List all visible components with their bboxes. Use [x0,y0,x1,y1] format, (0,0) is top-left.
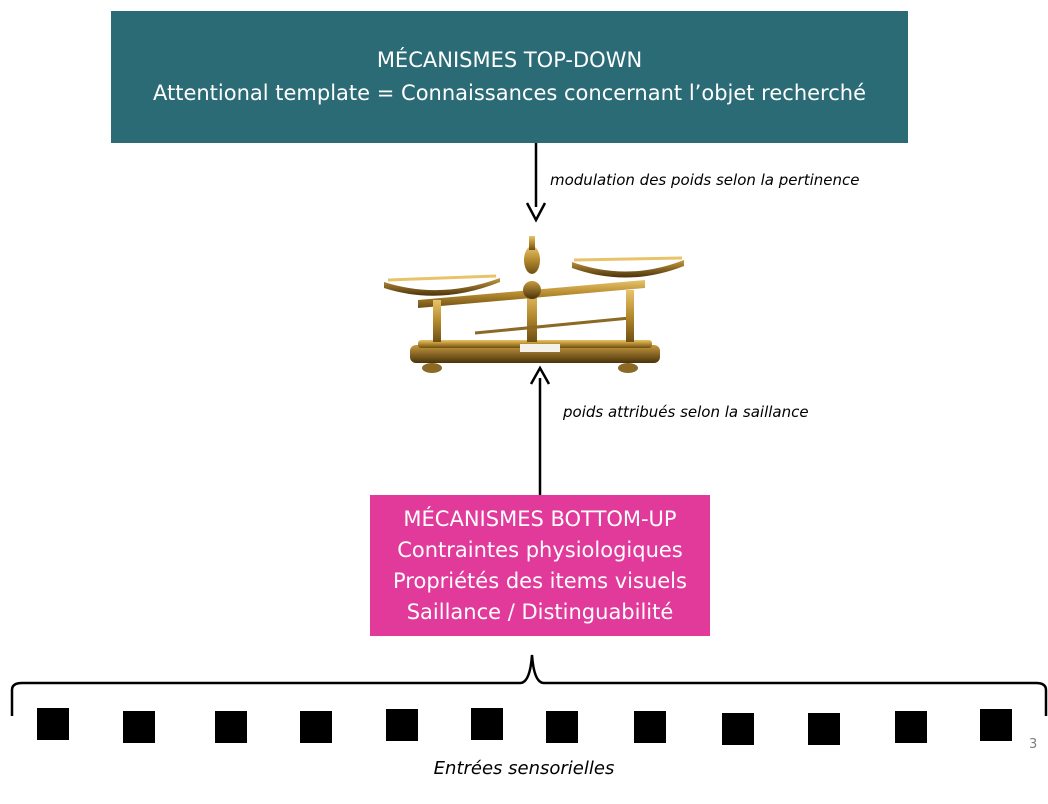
top-down-title: MÉCANISMES TOP-DOWN [376,48,643,72]
sensory-item [895,711,927,743]
sensory-item [634,711,666,743]
sensory-inputs-label: Entrées sensorielles [433,758,615,779]
bottom-up-line: Propriétés des items visuels [393,568,687,593]
sensory-item [386,709,418,741]
bottom-up-line: MÉCANISMES BOTTOM-UP [403,506,677,531]
sensory-item [300,711,332,743]
sensory-item [215,711,247,743]
sensory-item [123,711,155,743]
curly-brace-icon [10,654,1048,716]
sensory-item [980,709,1012,741]
page-number: 3 [1029,737,1038,752]
saliency-label: poids attribués selon la saillance [563,403,809,421]
sensory-item [808,713,840,745]
sensory-item [37,708,69,740]
bottom-up-line: Contraintes physiologiques [397,537,683,562]
arrow-up-icon [529,365,551,495]
arrow-down-icon [525,143,547,223]
top-down-box: MÉCANISMES TOP-DOWN Attentional template… [111,11,908,143]
sensory-item [546,711,578,743]
modulation-label: modulation des poids selon la pertinence [550,171,860,189]
bottom-up-box: MÉCANISMES BOTTOM-UP Contraintes physiol… [370,495,710,636]
bottom-up-line: Saillance / Distinguabilité [406,599,674,624]
sensory-item [722,713,754,745]
balance-scale-icon [384,236,684,373]
top-down-subtitle: Attentional template = Connaissances con… [152,81,866,105]
sensory-item [471,708,503,740]
